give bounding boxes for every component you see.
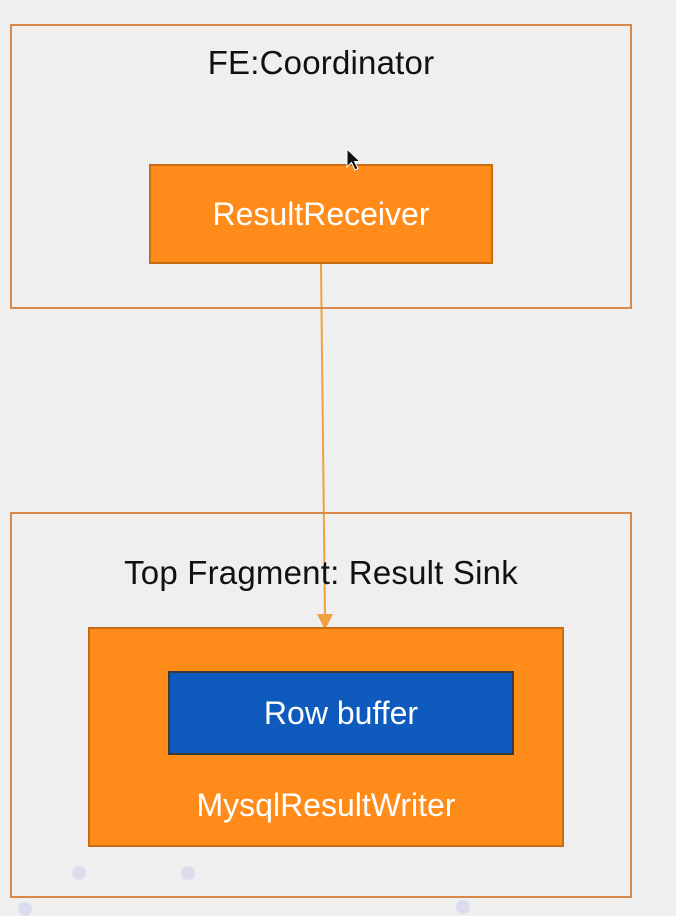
- decorative-dot: [18, 902, 32, 916]
- mysql-result-writer-label: MysqlResultWriter: [196, 787, 456, 823]
- row-buffer-box: Row buffer: [168, 671, 514, 755]
- fragment-title: Top Fragment: Result Sink: [124, 554, 518, 591]
- result-receiver-box: ResultReceiver: [149, 164, 493, 264]
- decorative-dot: [456, 900, 470, 914]
- coordinator-title: FE:Coordinator: [207, 44, 435, 81]
- decorative-dot: [72, 866, 86, 880]
- coordinator-panel: FE:Coordinator: [10, 24, 632, 309]
- fragment-panel: Top Fragment: Result Sink: [10, 512, 632, 898]
- mouse-pointer-icon: [346, 148, 362, 171]
- decorative-dot: [181, 866, 195, 880]
- mysql-result-writer-box: Row buffer MysqlResultWriter: [88, 627, 564, 847]
